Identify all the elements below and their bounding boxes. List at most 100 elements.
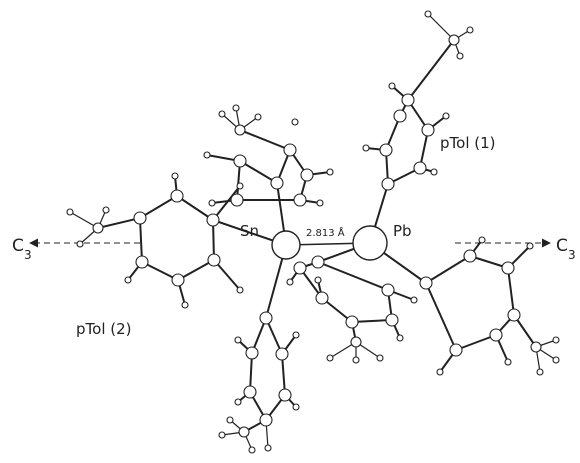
atom [300, 168, 314, 182]
atom [270, 176, 284, 190]
atom [291, 118, 299, 126]
atom [203, 151, 211, 159]
atom [362, 144, 370, 152]
atom [218, 110, 226, 118]
bond [239, 160, 278, 184]
atom [181, 301, 189, 309]
atom [552, 336, 560, 344]
atom [170, 189, 184, 203]
atom [507, 308, 521, 322]
atom [124, 276, 132, 284]
atom [230, 193, 244, 207]
atom [92, 222, 104, 234]
atom [133, 211, 147, 225]
atom [315, 291, 329, 305]
ptol2-label: pTol (2) [76, 320, 132, 338]
bond [139, 217, 143, 263]
atom [293, 261, 307, 275]
atom [536, 368, 544, 376]
atom [135, 255, 149, 269]
atom [293, 193, 307, 207]
atom [259, 311, 273, 325]
atom [401, 93, 415, 107]
c3-label-right: C 3 [556, 236, 576, 262]
atom [489, 328, 503, 342]
bond [469, 255, 509, 269]
atom [430, 168, 438, 176]
atom [424, 10, 432, 18]
atom [552, 356, 560, 364]
atom [381, 177, 395, 191]
atom [393, 109, 407, 123]
atom [208, 199, 216, 207]
atom [419, 276, 433, 290]
atom [345, 315, 359, 329]
atom [278, 388, 292, 402]
atom [207, 253, 221, 267]
bond [351, 319, 393, 323]
atom [376, 354, 384, 362]
atom [388, 82, 396, 90]
atom [326, 168, 334, 176]
atom [466, 26, 474, 34]
atom [66, 208, 74, 216]
ptol1-label: pTol (1) [440, 134, 496, 152]
atom [238, 426, 250, 438]
atom [243, 385, 257, 399]
atom [326, 354, 334, 362]
atom [396, 334, 404, 342]
atom [463, 249, 477, 263]
bond [141, 261, 179, 281]
atom [379, 143, 393, 157]
atom [102, 206, 110, 214]
bond [97, 217, 141, 229]
bond [177, 259, 215, 281]
sn-label: Sn [240, 222, 259, 240]
atom [456, 52, 464, 60]
c3-label-left: C 3 [12, 236, 32, 262]
atom [410, 296, 418, 304]
atom [292, 331, 300, 339]
atom [236, 286, 244, 294]
bond [212, 185, 241, 221]
pb-label: Pb [393, 222, 412, 240]
atom [206, 213, 220, 227]
bond [427, 13, 455, 41]
atom [283, 143, 297, 157]
atom [234, 336, 242, 344]
atom [264, 444, 272, 452]
atom [350, 336, 362, 348]
atom [381, 283, 395, 297]
atom [292, 403, 300, 411]
atom [385, 313, 399, 327]
bond [176, 195, 214, 221]
atom [314, 276, 322, 284]
atom-layer [66, 10, 560, 454]
atom [76, 240, 84, 248]
atom [501, 261, 515, 275]
bond [213, 259, 241, 291]
atom [442, 112, 450, 120]
c3-left-subscript: 3 [24, 248, 32, 262]
atom [234, 124, 246, 136]
bond [455, 334, 497, 351]
atom [311, 255, 325, 269]
atom [232, 104, 240, 112]
bond [281, 353, 286, 396]
atom [171, 273, 185, 287]
atom [448, 34, 460, 46]
atom [171, 172, 179, 180]
bond [139, 195, 178, 219]
atom [234, 398, 242, 406]
atom [245, 346, 259, 360]
bond [317, 261, 389, 291]
c3-right-subscript: 3 [568, 248, 576, 262]
c3-right-symbol: C [556, 236, 568, 256]
c3-left-symbol: C [12, 236, 24, 256]
bond [425, 282, 457, 351]
atom [526, 242, 534, 250]
bond [507, 267, 515, 316]
atom [226, 416, 234, 424]
bond [239, 129, 291, 151]
